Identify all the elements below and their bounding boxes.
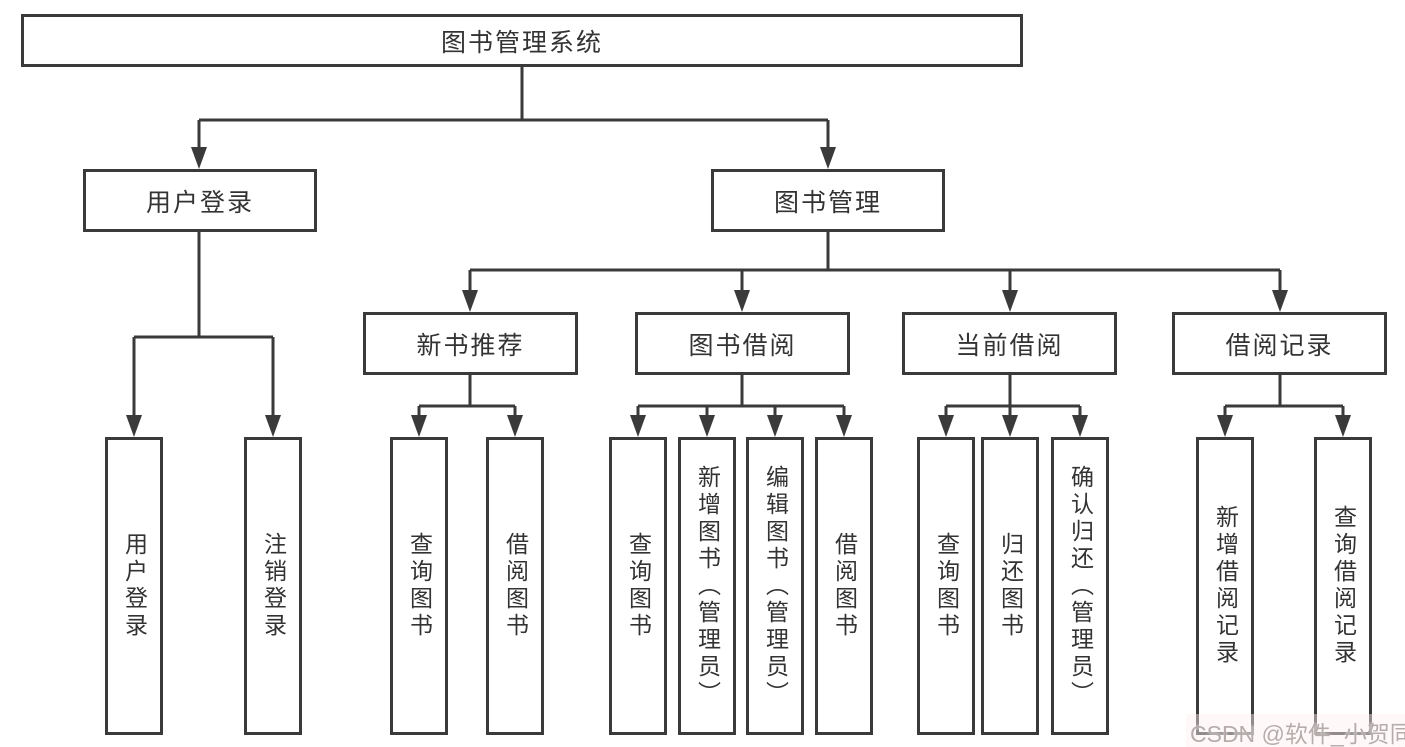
arrowhead-icon [126, 415, 142, 437]
arrowhead-icon [1272, 290, 1288, 312]
connector-root [197, 67, 830, 147]
arrowhead-icon [411, 415, 427, 437]
connector-new-book [417, 375, 517, 415]
leaf-logout: 注销登录 [244, 437, 302, 735]
arrowhead-icon [630, 415, 646, 437]
arrowhead-icon [836, 415, 852, 437]
arrowhead-icon [507, 415, 523, 437]
leaf-query-book-borrowing: 查询图书 [609, 437, 667, 735]
node-current-borrowing: 当前借阅 [902, 312, 1117, 375]
csdn-watermark: CSDN @软件_小贺同学 [1186, 714, 1405, 747]
arrowhead-icon [265, 415, 281, 437]
arrowhead-icon [1002, 290, 1018, 312]
connector-borrow-record [1223, 375, 1345, 415]
leaf-query-borrow-record: 查询借阅记录 [1314, 437, 1372, 735]
arrowhead-icon [938, 415, 954, 437]
leaf-query-book-current: 查询图书 [917, 437, 975, 735]
connector-book-mgmt [468, 232, 1282, 290]
leaf-borrow-book: 借阅图书 [815, 437, 873, 735]
arrowhead-icon [767, 415, 783, 437]
arrowhead-icon [1072, 415, 1088, 437]
arrowhead-icon [1217, 415, 1233, 437]
node-book-management: 图书管理 [711, 169, 945, 232]
node-book-borrowing: 图书借阅 [635, 312, 850, 375]
arrowhead-icon [1002, 415, 1018, 437]
leaf-confirm-return-admin: 确认归还（管理员） [1051, 437, 1109, 735]
node-new-book-recommend: 新书推荐 [363, 312, 578, 375]
arrowhead-icon [820, 147, 836, 169]
arrowhead-icon [191, 147, 207, 169]
leaf-add-book-admin: 新增图书（管理员） [678, 437, 736, 735]
arrowhead-icon [699, 415, 715, 437]
node-system-root: 图书管理系统 [21, 14, 1023, 67]
node-user-login: 用户登录 [83, 169, 317, 232]
leaf-edit-book-admin: 编辑图书（管理员） [746, 437, 804, 735]
leaf-query-book-recommend: 查询图书 [390, 437, 448, 735]
leaf-add-borrow-record: 新增借阅记录 [1196, 437, 1254, 735]
leaf-borrow-book-recommend: 借阅图书 [486, 437, 544, 735]
leaf-return-book: 归还图书 [981, 437, 1039, 735]
arrowhead-icon [462, 290, 478, 312]
arrowhead-icon [734, 290, 750, 312]
leaf-user-login: 用户登录 [105, 437, 163, 735]
node-borrowing-records: 借阅记录 [1172, 312, 1387, 375]
arrowhead-icon [1335, 415, 1351, 437]
connector-user-login [132, 232, 275, 415]
connector-current-borrow [944, 375, 1082, 415]
connector-book-borrow [636, 375, 846, 415]
